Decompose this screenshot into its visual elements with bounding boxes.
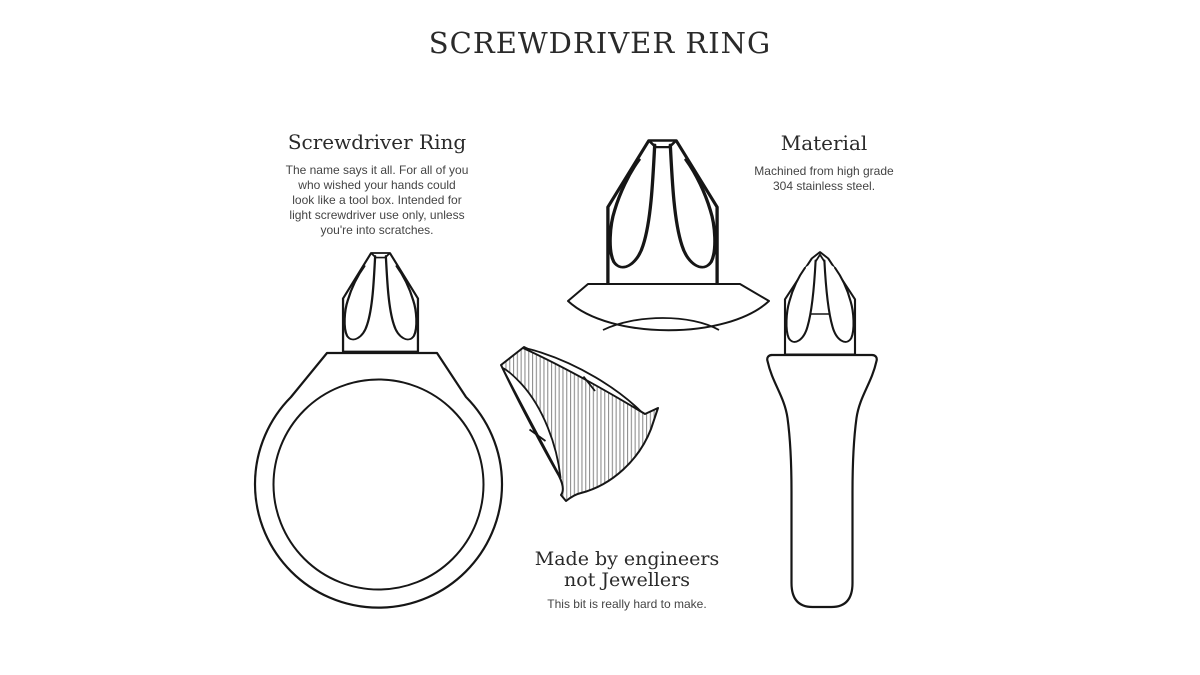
material-block: Material Machined from high grade 304 st… <box>724 131 924 194</box>
figure-ring-front-view <box>253 252 504 609</box>
phillips-bit-front <box>341 252 420 353</box>
ring-side-body <box>766 353 878 609</box>
phillips-bit-large <box>606 139 719 287</box>
figure-bit-top-view <box>567 139 770 332</box>
cutaway-left-flute <box>501 367 562 479</box>
cutaway-tick-2 <box>528 428 547 442</box>
material-heading: Material <box>780 131 868 155</box>
makers-body: This bit is really hard to make. <box>547 597 707 611</box>
page-title: SCREWDRIVER RING <box>428 26 772 60</box>
description-heading: Screwdriver Ring <box>287 130 467 154</box>
cutaway-tick-1 <box>582 375 596 392</box>
ring-inner-edge <box>272 378 485 591</box>
band-segment <box>567 283 770 332</box>
band-segment-inner-arc <box>602 317 720 331</box>
description-body: The name says it all. For all of you who… <box>285 163 469 237</box>
figure-bit-cutaway-detail <box>500 346 659 502</box>
phillips-bit-side <box>783 251 857 356</box>
description-block: Screwdriver Ring The name says it all. F… <box>267 130 487 238</box>
figure-ring-side-profile <box>766 251 878 609</box>
makers-heading: Made by engineers not Jewellers <box>534 548 720 591</box>
makers-block: Made by engineers not Jewellers This bit… <box>517 549 737 612</box>
cutaway-top-flute <box>522 347 642 413</box>
material-body: Machined from high grade 304 stainless s… <box>754 164 894 193</box>
ring-band-outline <box>253 351 504 609</box>
